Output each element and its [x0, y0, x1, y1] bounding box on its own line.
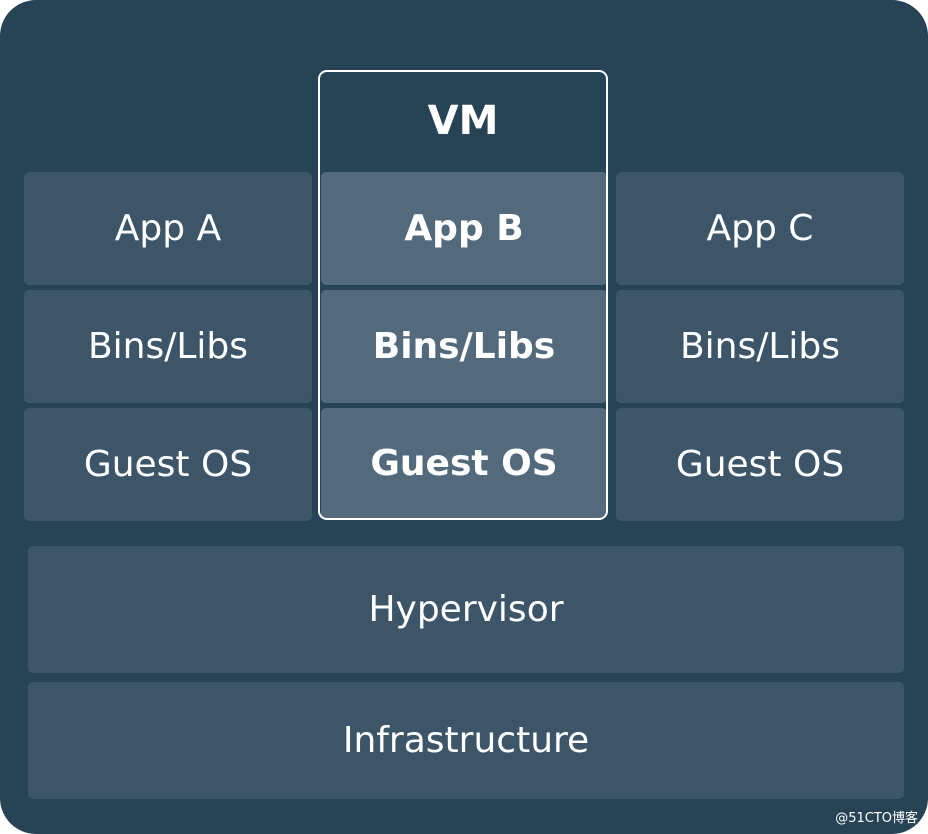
watermark: @51CTO博客 — [835, 811, 918, 826]
infrastructure-box: Infrastructure — [28, 682, 904, 799]
bins-libs-a-box: Bins/Libs — [24, 290, 312, 403]
guest-os-b-box: Guest OS — [321, 408, 607, 518]
app-b-box: App B — [321, 172, 607, 285]
vm-outline — [318, 70, 608, 520]
app-c-box: App C — [616, 172, 904, 285]
bins-libs-b-box: Bins/Libs — [321, 290, 607, 403]
vm-label: VM — [427, 98, 499, 144]
hypervisor-box: Hypervisor — [28, 546, 904, 673]
app-a-box: App A — [24, 172, 312, 285]
guest-os-c-box: Guest OS — [616, 408, 904, 521]
guest-os-a-box: Guest OS — [24, 408, 312, 521]
bins-libs-c-box: Bins/Libs — [616, 290, 904, 403]
